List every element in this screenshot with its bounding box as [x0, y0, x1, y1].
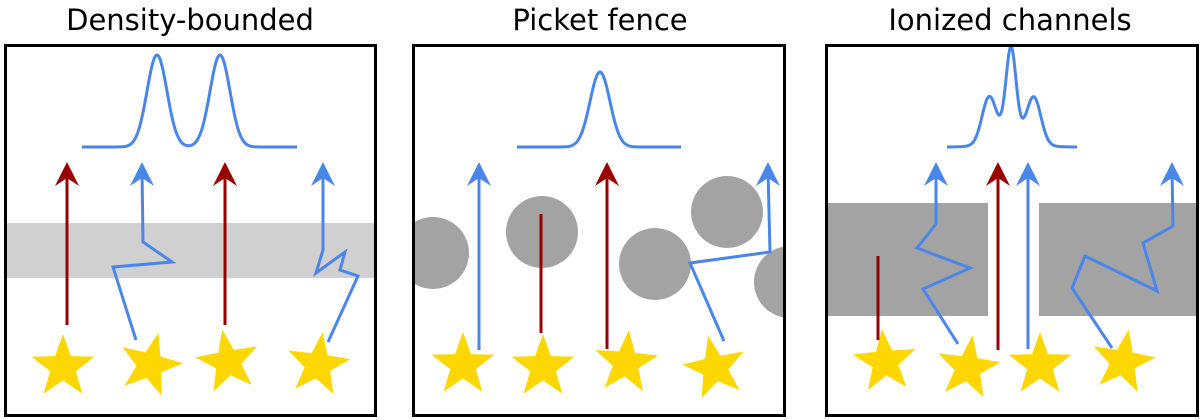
gas-clump — [413, 217, 469, 289]
scattered-ray — [111, 169, 177, 341]
panel-ionized-channels — [825, 43, 1199, 417]
star-icon — [852, 329, 916, 391]
dense-gas-left — [826, 203, 988, 316]
arrowhead-icon — [213, 162, 237, 186]
arrowhead-icon — [55, 162, 79, 186]
gas-clump — [754, 246, 785, 318]
spectrum-single-peak — [517, 70, 681, 149]
arrowhead-icon — [986, 162, 1010, 186]
star-icon — [195, 329, 258, 392]
panel-title-ionized-channels: Ionized channels — [888, 3, 1132, 37]
arrowhead-icon — [756, 162, 780, 186]
gas-clump — [691, 176, 763, 248]
arrowhead-icon — [467, 162, 491, 186]
gas-clump — [619, 228, 691, 300]
panel-frame — [4, 44, 377, 417]
arrowhead-icon — [130, 162, 154, 186]
star-icon — [431, 332, 495, 392]
star-icon — [31, 334, 95, 394]
star-icon — [595, 330, 659, 392]
panel-density-bounded — [4, 44, 377, 417]
arrowhead-icon — [1016, 162, 1040, 186]
star-icon — [1008, 332, 1072, 392]
star-icon — [511, 334, 575, 394]
star-icon — [938, 335, 1001, 398]
star-icon — [1093, 329, 1156, 392]
panel-title-density-bounded: Density-bounded — [66, 3, 314, 37]
spectrum-double-peak — [82, 53, 297, 149]
scattered-ray — [687, 169, 772, 342]
arrowhead-icon — [924, 162, 948, 186]
scattered-ray — [1070, 169, 1175, 349]
arrowhead-icon — [595, 162, 619, 186]
spectrum-triple-peak — [947, 43, 1077, 149]
scattered-ray — [914, 170, 974, 345]
star-icon — [288, 332, 351, 395]
arrowhead-icon — [311, 162, 335, 186]
panel-picket-fence — [412, 44, 786, 417]
scattered-ray — [313, 170, 361, 343]
panel-title-picket-fence: Picket fence — [512, 3, 688, 37]
panel-frame — [825, 44, 1199, 417]
arrowhead-icon — [1160, 162, 1184, 186]
star-icon — [122, 333, 183, 396]
star-icon — [682, 335, 744, 399]
dense-gas-right — [1039, 203, 1197, 316]
panel-frame — [412, 44, 786, 417]
